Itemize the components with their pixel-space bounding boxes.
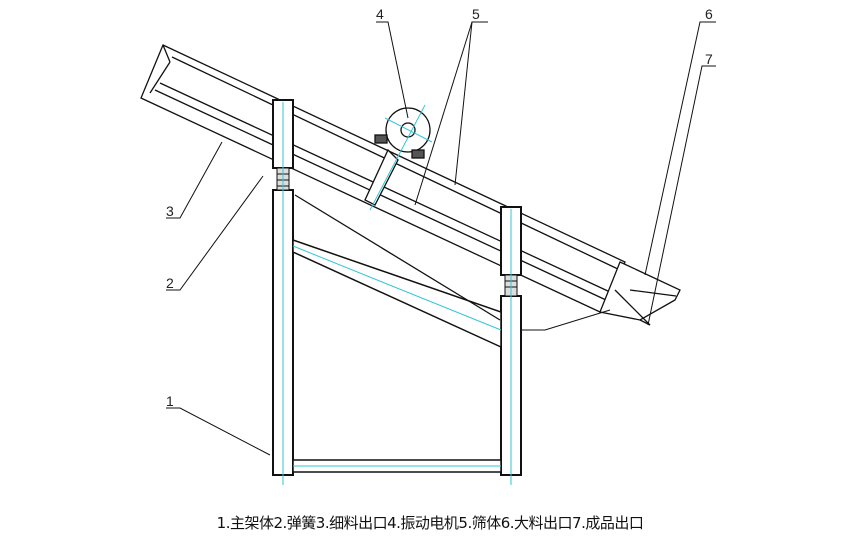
label-1: 1 bbox=[166, 393, 174, 409]
label-7: 7 bbox=[705, 51, 713, 67]
outlet bbox=[599, 261, 681, 326]
part-labels: 4 5 6 7 3 2 1 bbox=[166, 6, 713, 409]
centerlines bbox=[282, 102, 512, 485]
label-2: 2 bbox=[166, 275, 174, 291]
label-3: 3 bbox=[166, 203, 174, 219]
label-6: 6 bbox=[705, 6, 713, 22]
leader-lines bbox=[166, 21, 716, 456]
figure-caption: 1.主架体2.弹簧3.细料出口4.振动电机5.筛体6.大料出口7.成品出口 bbox=[216, 514, 644, 532]
label-4: 4 bbox=[376, 6, 384, 22]
label-5: 5 bbox=[472, 6, 480, 22]
